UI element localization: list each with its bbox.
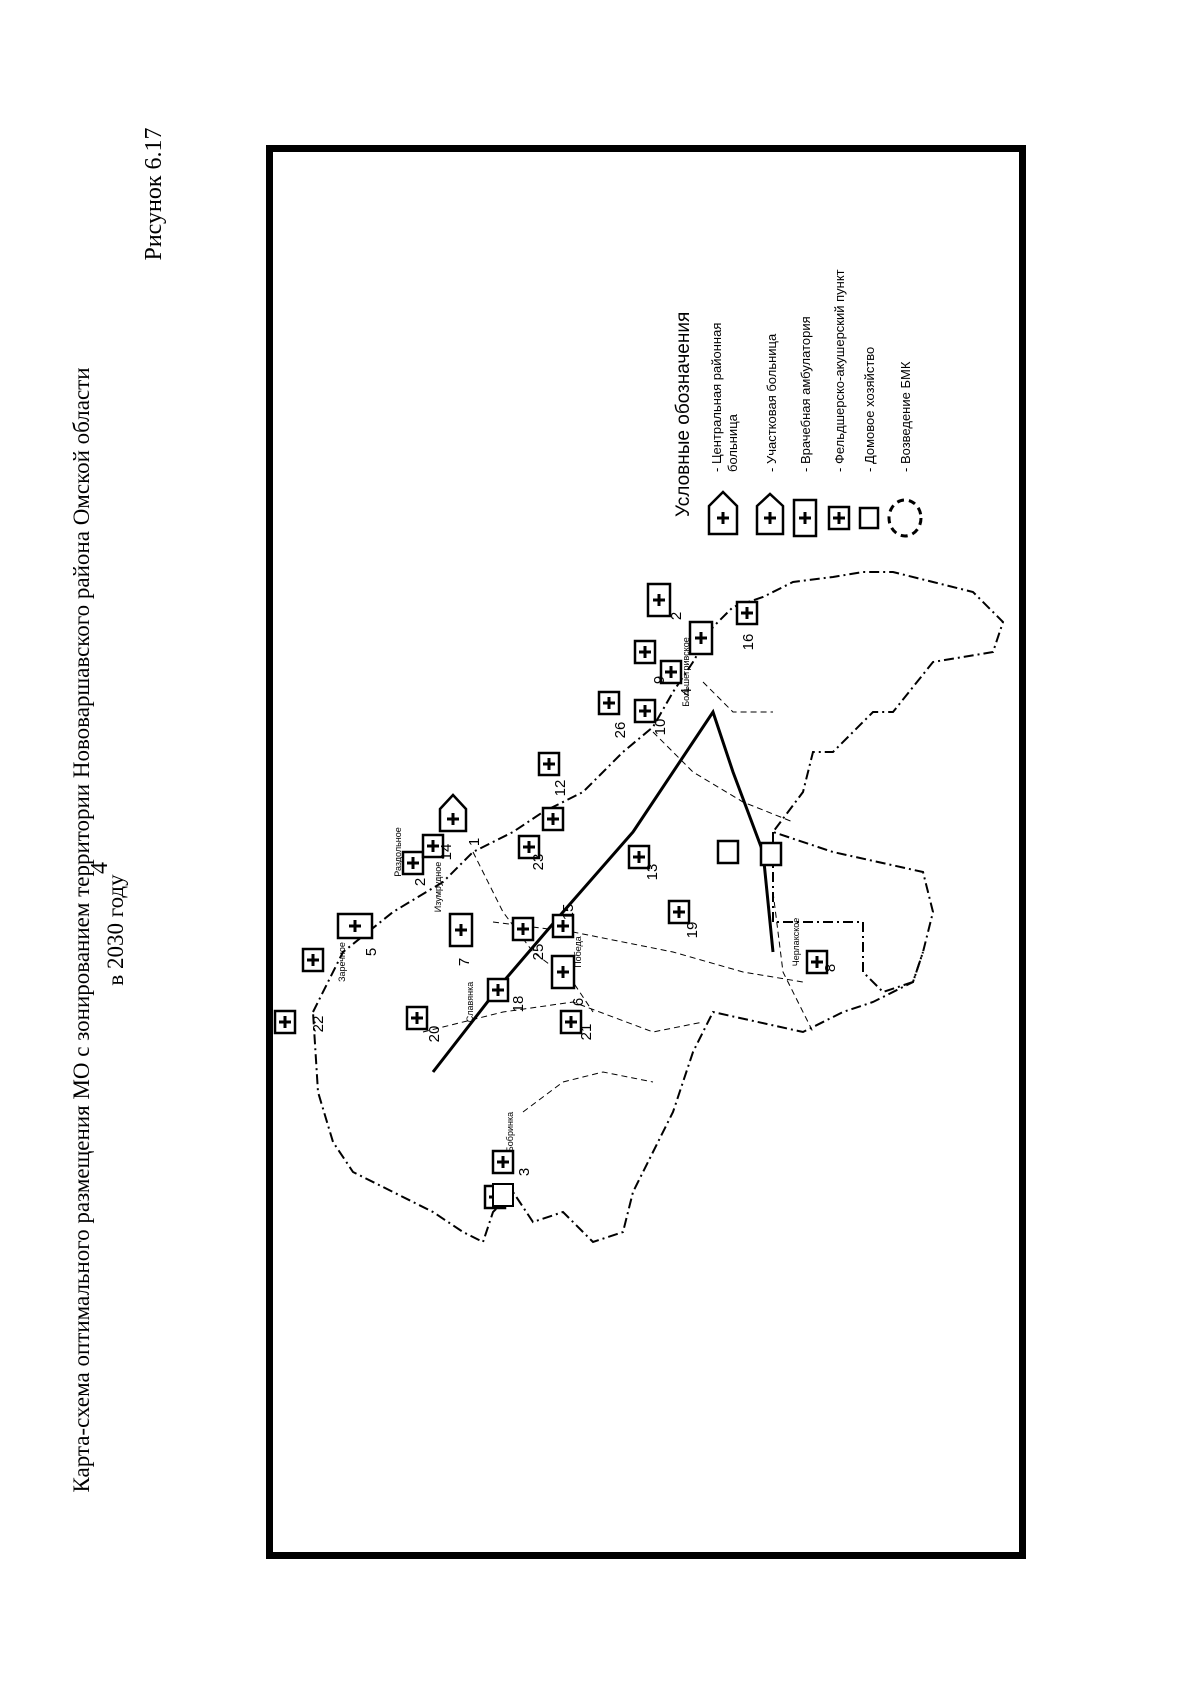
place-name: Изумрудное xyxy=(433,862,443,912)
site-marker xyxy=(448,912,474,948)
site-marker xyxy=(511,916,535,942)
site-marker xyxy=(597,690,621,716)
site-marker xyxy=(633,639,657,665)
main-road xyxy=(431,708,775,1073)
site-number: 20 xyxy=(426,1026,443,1043)
site-marker xyxy=(688,620,714,656)
figure-caption: Карта-схема оптимального размещения МО с… xyxy=(65,255,145,1605)
site-number: 16 xyxy=(740,634,757,651)
household-marker xyxy=(716,839,740,865)
site-number: 22 xyxy=(310,1016,327,1033)
site-markers xyxy=(273,582,829,1210)
site-marker xyxy=(667,899,691,925)
site-number: 5 xyxy=(363,948,380,956)
legend-title: Условные обозначения xyxy=(673,312,694,517)
site-number: 9 xyxy=(651,676,668,684)
district-boundary xyxy=(311,571,1005,1244)
site-number: 8 xyxy=(822,964,839,972)
figure-label: Рисунок 6.17 xyxy=(141,127,167,261)
central-district-hospital-icon xyxy=(707,490,739,536)
site-number: 6 xyxy=(570,998,587,1006)
place-name: Победа xyxy=(573,936,583,968)
site-number: 3 xyxy=(516,1168,533,1176)
map-frame: 22 5 2 14 1 20 7 18 3 25 15 23 6 21 12 1… xyxy=(266,145,1026,1559)
site-number: 10 xyxy=(652,719,669,736)
household-marker xyxy=(492,1183,514,1207)
legend-label: - Возведение БМК xyxy=(898,361,913,472)
place-name: Черлакское xyxy=(791,918,801,967)
place-name: Большегривское xyxy=(681,637,691,706)
zoning-lines xyxy=(422,681,814,1113)
site-marker xyxy=(537,751,561,777)
bmk-construction-icon xyxy=(887,498,923,538)
legend-label: - Фельдшерско-акушерский пункт xyxy=(832,269,847,472)
site-number: 26 xyxy=(612,722,629,739)
site-number: 4 xyxy=(678,688,695,696)
site-marker xyxy=(336,912,374,940)
legend-label: - Домовое хозяйство xyxy=(862,347,877,472)
legend-label: больница xyxy=(725,413,740,472)
site-number: 2 xyxy=(668,612,685,620)
place-name: Славянка xyxy=(465,982,475,1022)
household-marker xyxy=(759,841,783,867)
site-marker xyxy=(301,947,325,973)
district-hospital-icon xyxy=(755,492,785,536)
place-name: Заречное xyxy=(337,942,347,982)
legend: Условные обозначения - Центральная район… xyxy=(673,269,923,538)
site-marker xyxy=(405,1005,429,1031)
site-number: 14 xyxy=(438,844,455,861)
household-icon xyxy=(858,506,880,530)
site-marker xyxy=(401,850,425,876)
site-marker xyxy=(633,698,657,724)
caption-line-1: Карта-схема оптимального размещения МО с… xyxy=(69,367,94,1493)
feldsher-obstetric-point-icon xyxy=(827,505,851,531)
site-number: 1 xyxy=(466,838,483,846)
place-name: Раздольное xyxy=(393,827,403,877)
site-marker xyxy=(659,659,683,685)
place-names: Заречное Раздольное Изумрудное Славянка … xyxy=(337,637,801,1152)
outpatient-clinic-icon xyxy=(792,498,818,538)
site-number: 25 xyxy=(530,944,547,961)
site-number: 21 xyxy=(578,1024,595,1041)
site-marker xyxy=(559,1009,583,1035)
caption-line-2: в 2030 году xyxy=(103,874,128,986)
site-marker xyxy=(805,949,829,975)
eastern-boundary xyxy=(772,832,924,994)
central-hospital-marker xyxy=(438,793,468,833)
site-marker xyxy=(421,833,445,859)
site-marker xyxy=(517,834,541,860)
site-number: 15 xyxy=(560,904,577,921)
site-numbers: 22 5 2 14 1 20 7 18 3 25 15 23 6 21 12 1… xyxy=(310,612,839,1176)
site-number: 13 xyxy=(644,864,661,881)
site-marker xyxy=(627,844,651,870)
site-marker xyxy=(646,582,672,618)
site-marker xyxy=(551,913,575,939)
legend-label: - Центральная районная xyxy=(709,323,724,472)
site-number: 18 xyxy=(510,996,527,1013)
site-number: 7 xyxy=(456,958,473,966)
site-marker xyxy=(491,1149,515,1175)
site-number: 19 xyxy=(684,922,701,939)
site-number: 23 xyxy=(530,854,547,871)
legend-label: - Врачебная амбулатория xyxy=(798,316,813,472)
site-marker xyxy=(735,600,759,626)
site-marker xyxy=(550,954,576,990)
site-marker xyxy=(486,977,510,1003)
site-marker xyxy=(273,1009,297,1035)
district-map: 22 5 2 14 1 20 7 18 3 25 15 23 6 21 12 1… xyxy=(273,269,1005,1244)
site-number: 12 xyxy=(552,780,569,797)
site-number: 2 xyxy=(412,878,429,886)
site-marker xyxy=(541,806,565,832)
legend-label: - Участковая больница xyxy=(764,333,779,472)
place-name: Бобринка xyxy=(505,1112,515,1152)
